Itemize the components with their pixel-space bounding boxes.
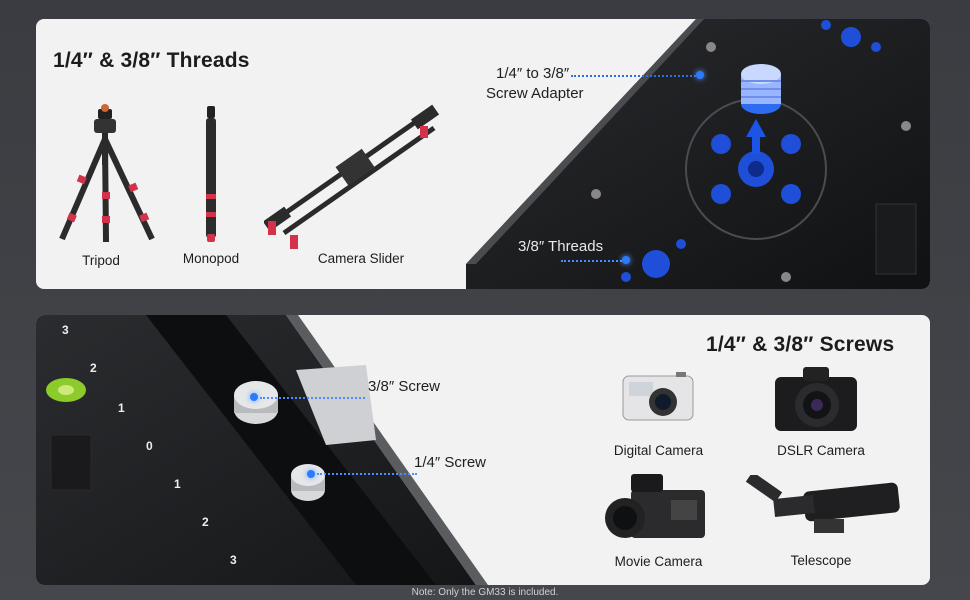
movie-camera-icon xyxy=(605,474,705,538)
digital-camera-label: Digital Camera xyxy=(613,443,704,458)
scale-mark: 1 xyxy=(118,401,125,415)
scale-mark: 3 xyxy=(62,323,69,337)
scale-mark: 2 xyxy=(90,361,97,375)
quick-release-plate xyxy=(466,19,930,289)
adapter-marker xyxy=(696,71,704,79)
tripod-label: Tripod xyxy=(82,253,120,268)
threads-panel: 1/4″ & 3/8″ Threads Tripod Monopod xyxy=(36,19,930,289)
threads-callout: 3/8″ Threads xyxy=(518,238,604,255)
threads-marker xyxy=(622,256,630,264)
camera-slider-icon xyxy=(264,104,440,249)
adapter-callout-line2: Screw Adapter xyxy=(486,85,584,102)
scale-mark: 0 xyxy=(146,439,153,453)
digital-camera-icon xyxy=(622,372,694,421)
screw-38-leader-line xyxy=(260,397,365,399)
adapter-callout: 1/4″ to 3/8″ Screw Adapter xyxy=(486,64,596,104)
scale-marks: 3 2 1 0 1 2 3 xyxy=(36,315,336,585)
screw-14-callout: 1/4″ Screw xyxy=(414,454,487,471)
screw-38-callout: 3/8″ Screw xyxy=(368,378,441,395)
scale-mark: 2 xyxy=(202,515,209,529)
movie-camera-label: Movie Camera xyxy=(614,554,703,569)
adapter-callout-line1: 1/4″ to 3/8″ xyxy=(496,65,570,82)
screw-38-marker xyxy=(250,393,258,401)
adapter-leader-line xyxy=(571,75,696,77)
telescope-label: Telescope xyxy=(790,553,852,568)
tripod-icon xyxy=(59,104,155,243)
screws-panel: 3 2 1 0 1 2 3 3/8″ Screw 1/4″ Screw 1/4″… xyxy=(36,315,930,585)
clamp-plate xyxy=(36,315,488,585)
scale-mark: 1 xyxy=(174,477,181,491)
monopod-icon xyxy=(206,106,216,242)
scale-mark: 3 xyxy=(230,553,237,567)
screws-heading: 1/4″ & 3/8″ Screws xyxy=(706,333,895,356)
threads-leader-line xyxy=(561,260,626,262)
telescope-icon xyxy=(745,475,900,533)
monopod-label: Monopod xyxy=(182,251,240,266)
threads-heading: 1/4″ & 3/8″ Threads xyxy=(53,49,250,72)
dslr-camera-label: DSLR Camera xyxy=(777,443,865,458)
camera-slider-label: Camera Slider xyxy=(317,251,405,266)
screw-14-marker xyxy=(307,470,315,478)
dslr-camera-icon xyxy=(775,367,857,431)
screw-14-leader-line xyxy=(317,473,417,475)
footer-note: Note: Only the GM33 is included. xyxy=(411,587,559,598)
